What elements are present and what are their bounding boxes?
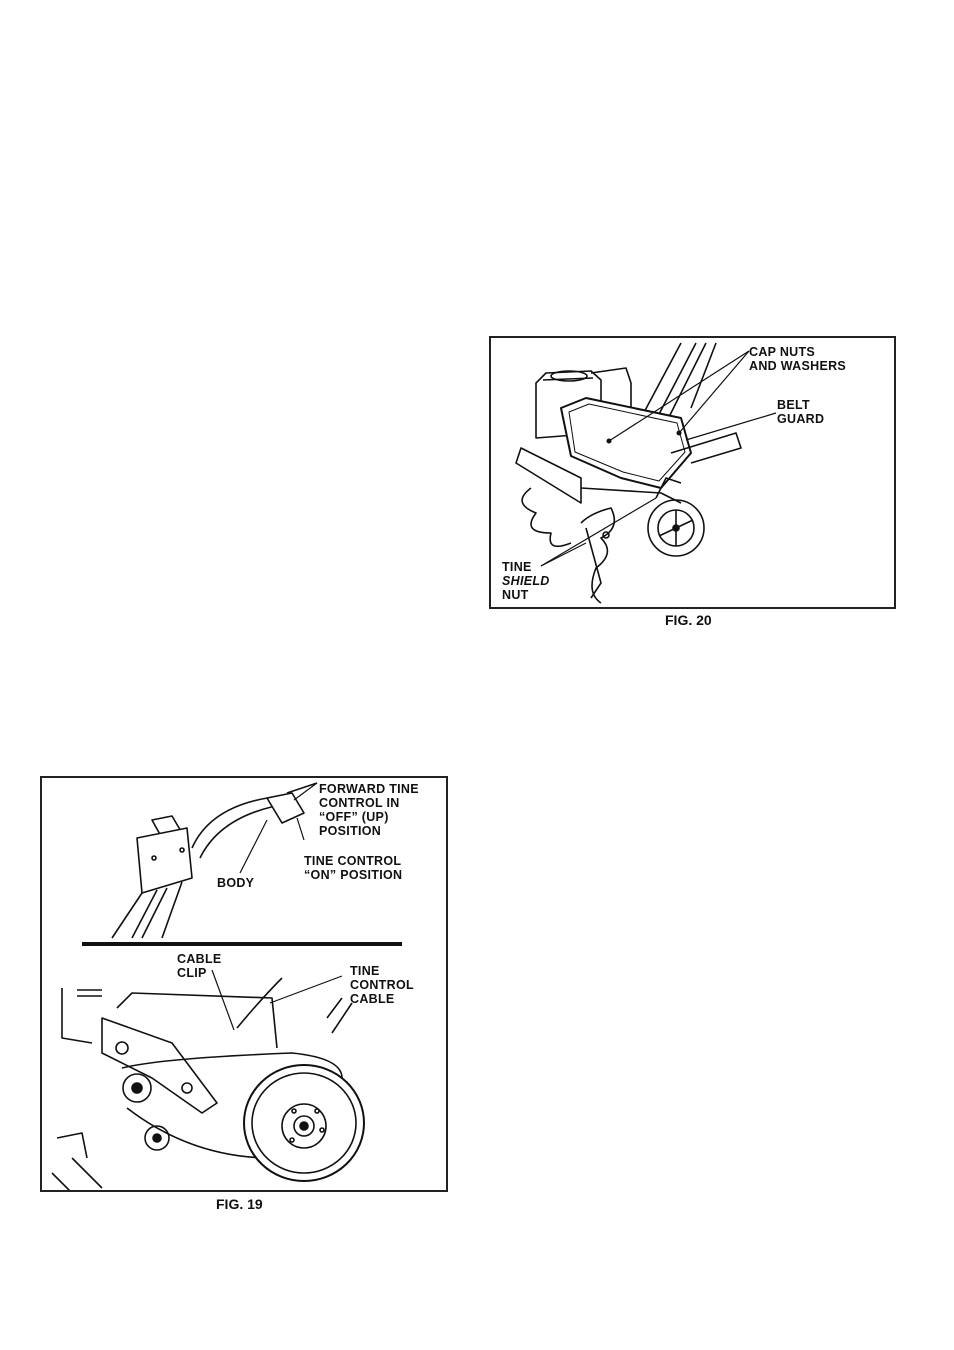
- forward-tine-control-label: FORWARD TINE CONTROL IN “OFF” (UP) POSIT…: [319, 782, 419, 838]
- figure-19-panel: FORWARD TINE CONTROL IN “OFF” (UP) POSIT…: [40, 776, 448, 1192]
- tiller-belt-guard-illustration: [491, 338, 896, 609]
- forward-tine-line-1: FORWARD TINE: [319, 782, 419, 796]
- tine-control-cable-label: TINE CONTROL CABLE: [350, 964, 414, 1006]
- cable-clip-label: CABLE CLIP: [177, 952, 222, 980]
- tine-control-line-1: TINE CONTROL: [304, 854, 402, 868]
- forward-tine-line-3: “OFF” (UP): [319, 810, 419, 824]
- tine-control-on-label: TINE CONTROL “ON” POSITION: [304, 854, 402, 882]
- tine-shield-nut-line-2: SHIELD: [502, 574, 550, 588]
- tine-control-cable-line-1: TINE: [350, 964, 414, 978]
- cap-nuts-label: CAP NUTS AND WASHERS: [749, 345, 846, 373]
- tine-shield-nut-line-1: TINE: [502, 560, 550, 574]
- cap-nuts-line-2: AND WASHERS: [749, 359, 846, 373]
- belt-guard-label: BELT GUARD: [777, 398, 824, 426]
- tine-control-line-2: “ON” POSITION: [304, 868, 402, 882]
- figure-20-caption: FIG. 20: [665, 612, 712, 628]
- forward-tine-line-4: POSITION: [319, 824, 419, 838]
- tine-shield-nut-label: TINE SHIELD NUT: [502, 560, 550, 602]
- belt-guard-line-1: BELT: [777, 398, 824, 412]
- figure-19-caption: FIG. 19: [216, 1196, 263, 1212]
- belt-guard-line-2: GUARD: [777, 412, 824, 426]
- cable-clip-line-2: CLIP: [177, 966, 222, 980]
- tine-shield-nut-line-3: NUT: [502, 588, 550, 602]
- tine-control-cable-line-2: CONTROL: [350, 978, 414, 992]
- figure-20-panel: CAP NUTS AND WASHERS BELT GUARD TINE SHI…: [489, 336, 896, 609]
- forward-tine-line-2: CONTROL IN: [319, 796, 419, 810]
- tine-control-cable-line-3: CABLE: [350, 992, 414, 1006]
- cap-nuts-line-1: CAP NUTS: [749, 345, 846, 359]
- body-label: BODY: [217, 876, 254, 890]
- cable-clip-line-1: CABLE: [177, 952, 222, 966]
